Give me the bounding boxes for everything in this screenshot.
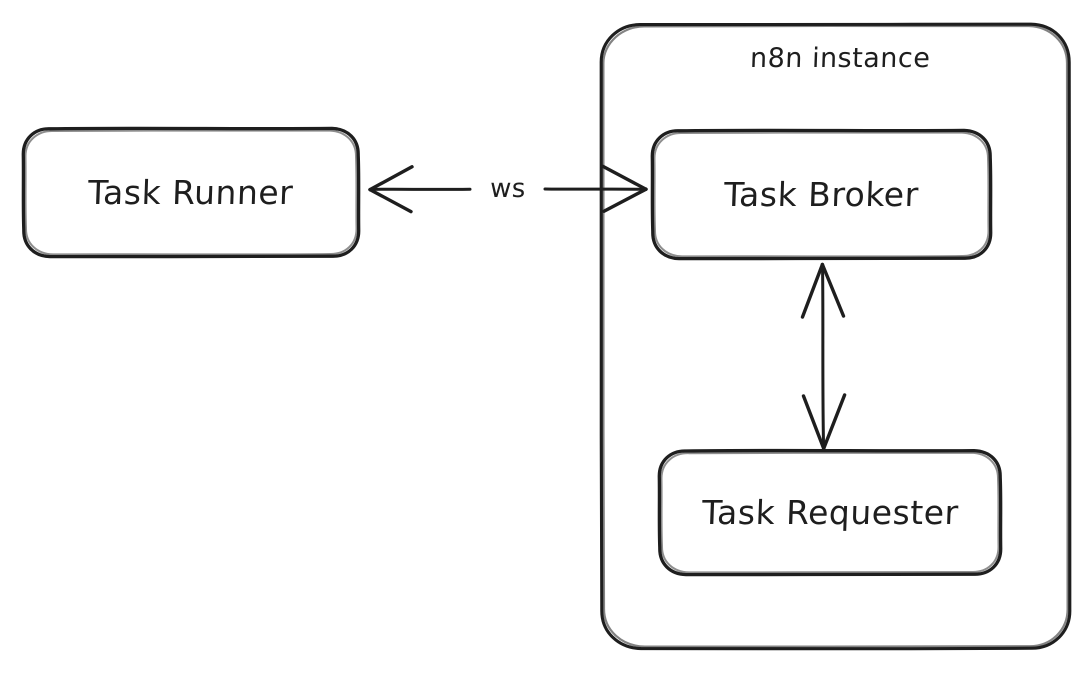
edge-task-broker-task-requester[interactable] <box>800 262 847 451</box>
node-task-requester-shape[interactable] <box>657 448 1003 577</box>
node-task-broker-shape[interactable] <box>650 128 993 261</box>
container-n8n-instance[interactable] <box>599 22 1072 651</box>
edge-task-runner-task-broker[interactable] <box>368 164 648 214</box>
node-task-runner-shape[interactable] <box>21 126 361 259</box>
